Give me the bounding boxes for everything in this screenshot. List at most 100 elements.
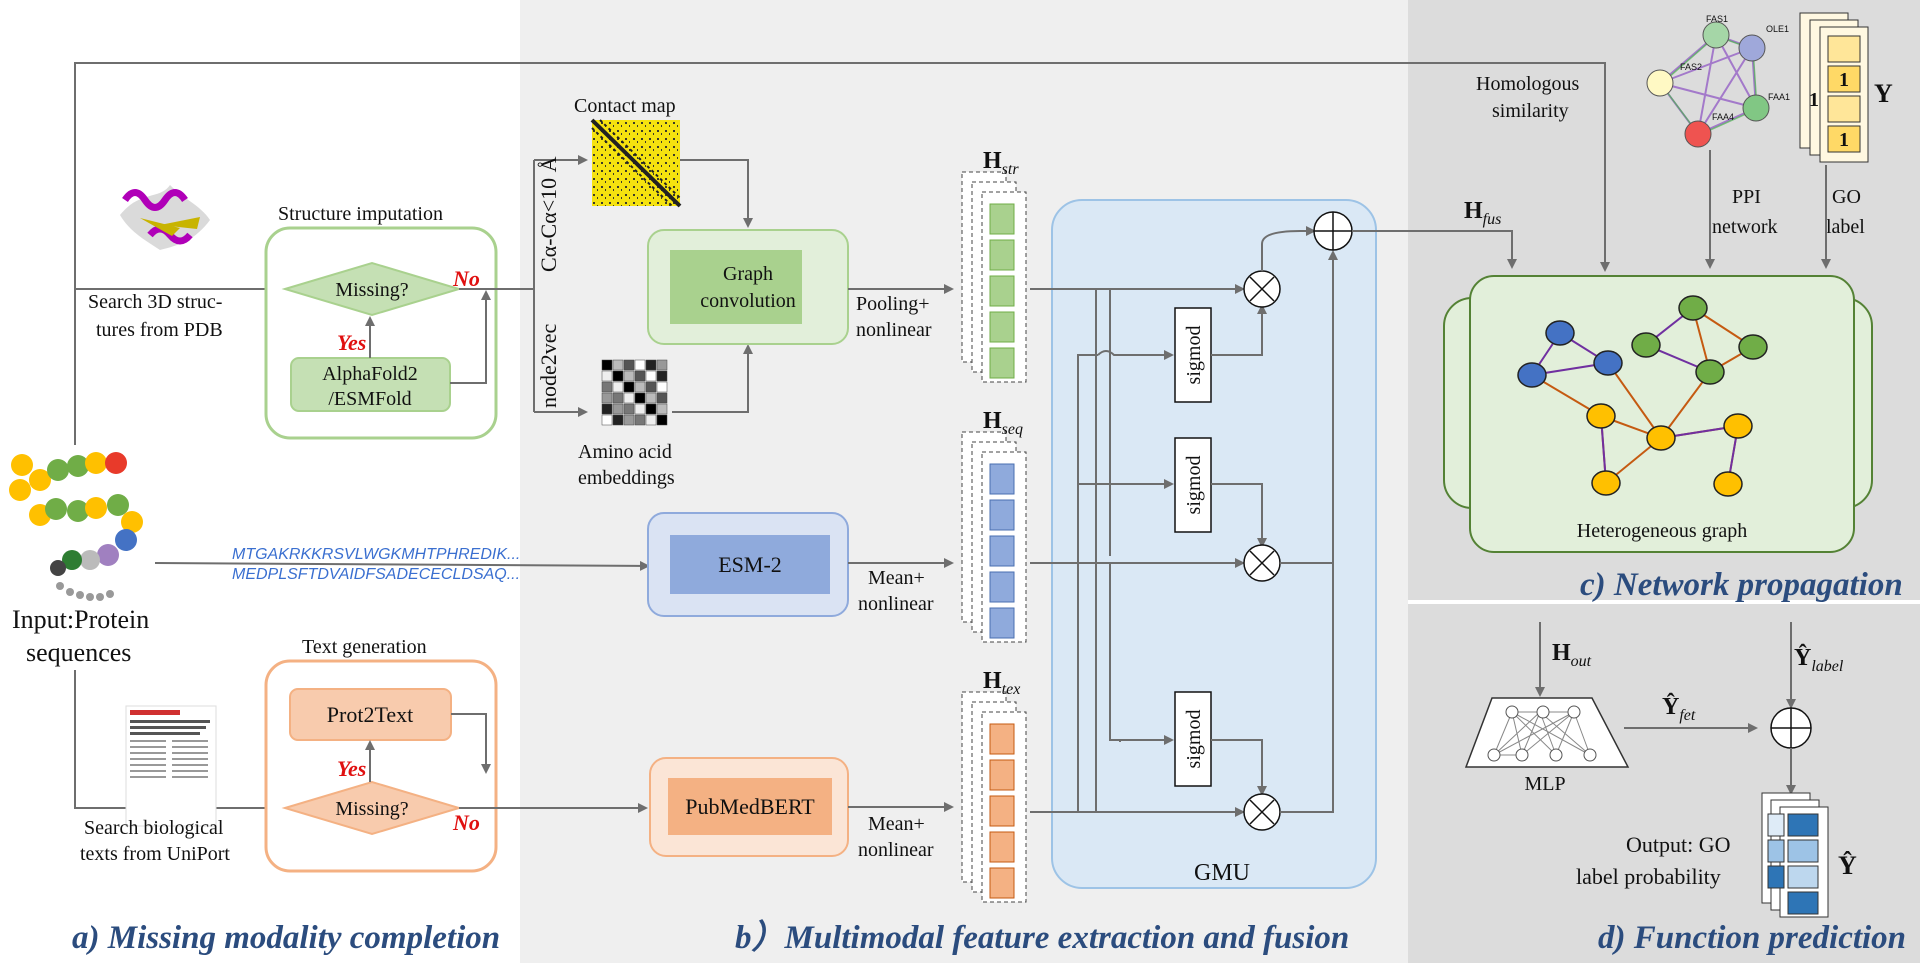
alphafold-label-2: /ESMFold xyxy=(328,388,411,410)
feature-cell xyxy=(989,867,1015,899)
go-one-1: 1 xyxy=(1839,69,1849,91)
contact-to-graph-arrow xyxy=(680,159,753,228)
fus-arrow xyxy=(1352,230,1517,269)
protein-chain-icon xyxy=(9,452,143,601)
ppi-node-label-1: FAS1 xyxy=(1706,14,1728,24)
missing-text-label: Missing? xyxy=(335,798,408,820)
prot2text-return-arrow xyxy=(451,713,491,774)
multiply-node-1 xyxy=(1243,270,1281,308)
feature-cell xyxy=(989,535,1015,567)
missing-structure-label: Missing? xyxy=(335,279,408,301)
feature-cell xyxy=(989,311,1015,343)
go-label-matrix xyxy=(1799,12,1869,163)
hetero-graph-box xyxy=(1469,275,1855,553)
sigmod1-to-mul xyxy=(1211,304,1267,356)
feature-cell xyxy=(989,607,1015,639)
ppi-label-2: network xyxy=(1712,216,1778,238)
text-generation-title: Text generation xyxy=(302,636,427,658)
pdb-search-label-1: Search 3D struc- xyxy=(88,291,222,313)
mean1-label-2: nonlinear xyxy=(858,593,934,615)
yes-text-label: Yes xyxy=(337,756,366,781)
hetero-graph-label: Heterogeneous graph xyxy=(1577,520,1748,542)
multiply-node-3 xyxy=(1243,793,1281,831)
graph-convolution-inner xyxy=(670,250,802,324)
feature-cell xyxy=(989,759,1015,791)
feature-cell xyxy=(989,723,1015,755)
h-tex-stack xyxy=(961,691,1027,903)
section-d-title: d) Function prediction xyxy=(1598,920,1906,956)
y-fet-label: Ŷfet xyxy=(1662,693,1696,724)
amino-embedding-matrix xyxy=(601,359,668,426)
section-d-bg xyxy=(1408,604,1920,963)
output-label-1: Output: GO xyxy=(1626,832,1731,857)
input-label-1: Input:Protein xyxy=(12,605,149,634)
h-seq-stack xyxy=(961,431,1027,643)
h-str-label: Hstr xyxy=(983,148,1019,178)
pooling-label-2: nonlinear xyxy=(856,319,932,341)
protein-structure-icon xyxy=(120,185,210,250)
homologous-label-2: similarity xyxy=(1492,100,1569,122)
pubmedbert-label: PubMedBERT xyxy=(685,794,815,819)
feature-cell xyxy=(989,499,1015,531)
mean1-label-1: Mean+ xyxy=(868,567,925,589)
multiply-node-2 xyxy=(1243,544,1281,582)
contact-map-image xyxy=(590,118,682,208)
h-tex-label: Htex xyxy=(983,668,1020,698)
y-label-label: Ŷlabel xyxy=(1794,644,1844,675)
sigmod3-to-mul xyxy=(1211,739,1267,796)
tex-to-sigmod1 xyxy=(1097,350,1174,360)
pooling-label-1: Pooling+ xyxy=(856,293,930,315)
feature-cell xyxy=(989,347,1015,379)
embedding-to-graph-arrow xyxy=(672,344,753,413)
alphafold-label-1: AlphaFold2 xyxy=(322,363,418,385)
section-a-title: a) Missing modality completion xyxy=(72,920,500,956)
uniprot-search-label-2: texts from UniPort xyxy=(80,843,230,865)
node2vec-label: node2vec xyxy=(536,323,561,408)
threshold-label: Cα-Cα<10 Å xyxy=(536,156,561,272)
tex-branch-line xyxy=(1077,354,1098,812)
feature-cell xyxy=(989,239,1015,271)
prot2text-label: Prot2Text xyxy=(327,702,413,727)
amino-embedding-label-2: embeddings xyxy=(578,467,675,489)
feature-cell xyxy=(989,831,1015,863)
output-matrix xyxy=(1761,792,1829,918)
section-c-title: c) Network propagation xyxy=(1580,567,1903,603)
alphafold-return-arrow xyxy=(450,290,491,384)
sequence-arrow xyxy=(154,560,650,571)
ppi-node-label-2: OLE1 xyxy=(1766,24,1789,34)
ppi-node-label-5: FAA4 xyxy=(1712,112,1734,122)
h-str-stack xyxy=(961,171,1027,383)
h-out-label: Hout xyxy=(1552,640,1592,670)
graph-convolution-label-1: Graph xyxy=(723,263,773,285)
ppi-network-icon xyxy=(1646,21,1770,148)
mean2-label-2: nonlinear xyxy=(858,839,934,861)
ppi-node-label-4: FAA1 xyxy=(1768,92,1790,102)
feature-cell xyxy=(989,571,1015,603)
mean2-label-1: Mean+ xyxy=(868,813,925,835)
no-structure-label: No xyxy=(452,266,480,291)
sigmod-1-box xyxy=(1174,307,1212,403)
gmu-box xyxy=(1051,199,1377,889)
h-fus-label: Hfus xyxy=(1464,198,1501,228)
uniprot-search-label-1: Search biological xyxy=(84,817,224,839)
hetero-graph-network xyxy=(1517,295,1768,497)
amino-embedding-label-1: Amino acid xyxy=(578,441,672,463)
esm2-inner xyxy=(670,535,830,594)
esm2-label: ESM-2 xyxy=(718,552,782,577)
homology-line xyxy=(74,62,1610,445)
mlp-label: MLP xyxy=(1524,773,1565,795)
homologous-label-1: Homologous xyxy=(1476,73,1580,95)
sum-node xyxy=(1313,211,1353,251)
go-label-2: label xyxy=(1826,216,1865,238)
sequence-1: MTGAKRKKRSVLWGKMHTPHREDIK... xyxy=(232,546,520,563)
output-y-label: Ŷ xyxy=(1838,851,1857,880)
output-label-2: label probability xyxy=(1576,864,1721,889)
sequence-2: MEDPLSFTDVAIDFSADECECLDSAQ... xyxy=(232,566,520,583)
go-y-label: Y xyxy=(1874,79,1893,108)
contact-map-title: Contact map xyxy=(574,95,676,117)
feature-cell xyxy=(989,463,1015,495)
prediction-sum-node xyxy=(1770,707,1812,749)
h-seq-label: Hseq xyxy=(983,408,1023,438)
sigmod-2-box xyxy=(1174,437,1212,533)
